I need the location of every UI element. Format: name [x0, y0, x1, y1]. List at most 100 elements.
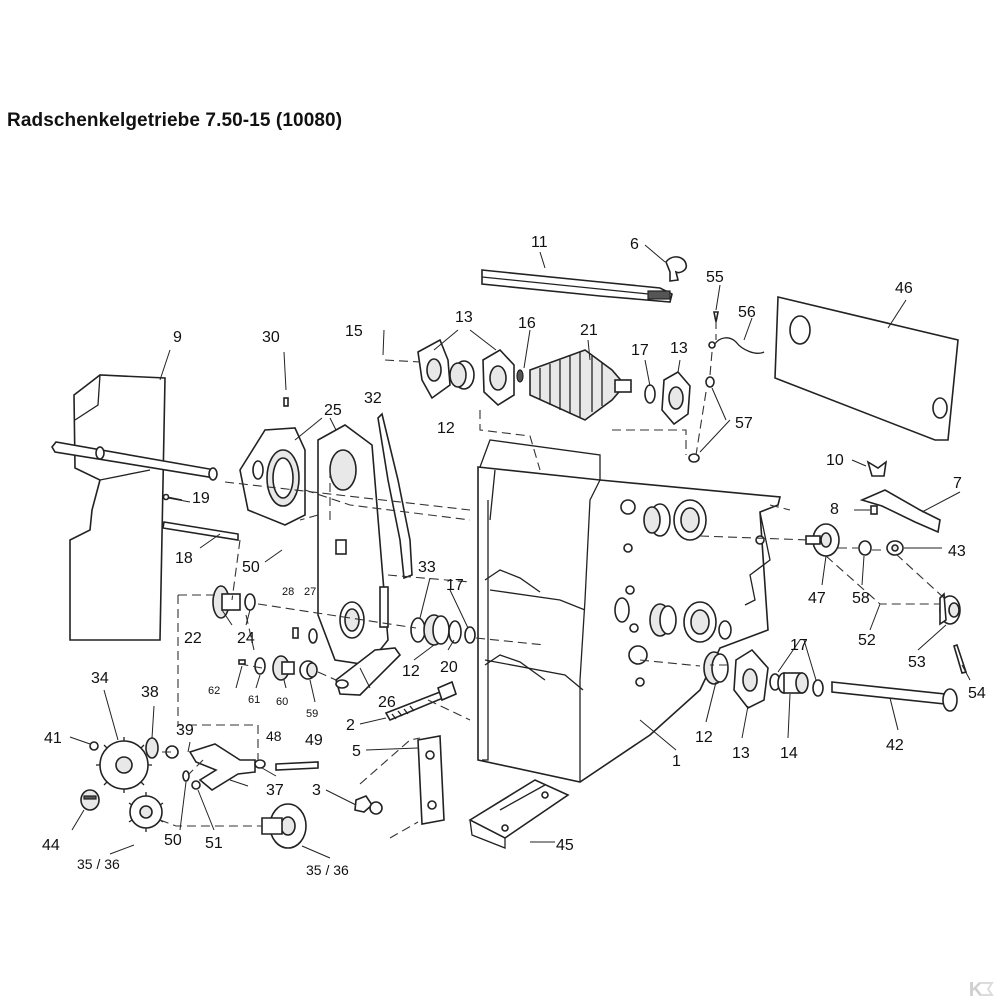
- knob-part-6: [665, 256, 688, 282]
- callout-19: 19: [192, 490, 210, 507]
- wing-nut-part-10: [866, 460, 888, 477]
- callout-57: 57: [735, 415, 753, 432]
- callout-43: 43: [948, 543, 966, 560]
- callout-6: 6: [630, 236, 639, 253]
- bracket-part-7: [859, 489, 941, 534]
- callout-24: 24: [237, 630, 255, 647]
- shield-part-9: [69, 374, 166, 641]
- callout-22: 22: [184, 630, 202, 647]
- callout-33: 33: [418, 559, 436, 576]
- callout-55: 55: [706, 269, 724, 286]
- callout-17-middle: 17: [446, 577, 464, 594]
- callout-21: 21: [580, 322, 598, 339]
- callout-16: 16: [518, 315, 536, 332]
- pin-part-28: [292, 627, 299, 639]
- callout-15: 15: [345, 323, 363, 340]
- bracket-part-26: [335, 647, 402, 696]
- ring-part-61: [254, 657, 266, 675]
- callout-62: 62: [208, 685, 220, 697]
- ring-part-51: [191, 780, 201, 790]
- flange-part-13-center: [482, 348, 515, 407]
- sprocket-part-35-36-right: [261, 803, 307, 849]
- callout-37: 37: [266, 782, 284, 799]
- leader-lines: [69, 244, 971, 859]
- bolt-part-2: [384, 680, 457, 722]
- pin-part-50-lower: [182, 770, 190, 782]
- shaft-part-main-left: [51, 441, 218, 481]
- callout-42: 42: [886, 737, 904, 754]
- callout-17-lower: 17: [790, 637, 808, 654]
- callout-51: 51: [205, 835, 223, 852]
- callout-2: 2: [346, 717, 355, 734]
- callout-25: 25: [324, 402, 342, 419]
- pin-part-55: [713, 311, 719, 323]
- callout-56: 56: [738, 304, 756, 321]
- callout-34: 34: [91, 670, 109, 687]
- lever-part-32: [377, 412, 413, 580]
- callout-20: 20: [440, 659, 458, 676]
- pin-part-49: [275, 761, 319, 771]
- callout-12-middle: 12: [402, 663, 420, 680]
- callout-28: 28: [282, 586, 294, 598]
- callout-59: 59: [306, 708, 318, 720]
- callout-35-36-right: 35 / 36: [306, 862, 349, 878]
- callout-60: 60: [276, 696, 288, 708]
- guard-part-45: [468, 779, 570, 849]
- bushing-part-14: [777, 672, 809, 694]
- hub-part-38: [145, 737, 159, 759]
- hub-part-47: [805, 523, 840, 557]
- callout-10: 10: [826, 452, 844, 469]
- sprocket-part-60: [272, 655, 295, 681]
- callout-38: 38: [141, 684, 159, 701]
- callout-48: 48: [266, 728, 282, 744]
- pin-part-62: [238, 659, 246, 665]
- shaft-part-18: [162, 521, 239, 541]
- ring-part-24: [244, 593, 256, 611]
- callout-7: 7: [953, 475, 962, 492]
- housing-bearing-middle: [614, 597, 732, 643]
- pin-part-19: [162, 493, 183, 501]
- arm-part-37: [188, 743, 256, 791]
- callout-12-right: 12: [695, 729, 713, 746]
- callout-17-top: 17: [631, 342, 649, 359]
- flange-part-13-right: [661, 370, 691, 426]
- callout-12-top: 12: [437, 420, 455, 437]
- callout-45: 45: [556, 837, 574, 854]
- housing-bearing-upper: [643, 499, 707, 541]
- callout-32: 32: [364, 390, 382, 407]
- housing-part-1: [477, 439, 782, 783]
- strap-part-5: [417, 735, 445, 825]
- callout-41: 41: [44, 730, 62, 747]
- cover-plate-part-46: [774, 295, 959, 441]
- callout-52: 52: [858, 632, 876, 649]
- callout-35-36-left: 35 / 36: [77, 856, 120, 872]
- spring-part-56: [708, 337, 765, 354]
- page-title: Radschenkelgetriebe 7.50-15 (10080): [7, 110, 343, 131]
- ring-part-17-middle: [464, 626, 476, 644]
- bearing-part-12-top: [449, 360, 475, 390]
- cap-part-44: [80, 789, 100, 811]
- callout-13-top: 13: [455, 309, 473, 326]
- callout-46: 46: [895, 280, 913, 297]
- nut-part-43: [886, 540, 904, 556]
- callout-30: 30: [262, 329, 280, 346]
- ring-part-16: [516, 369, 524, 383]
- callout-50-upper: 50: [242, 559, 260, 576]
- callout-39: 39: [176, 722, 194, 739]
- callout-18: 18: [175, 550, 193, 567]
- pin-part-30: [283, 397, 289, 407]
- callout-5: 5: [352, 743, 361, 760]
- ring-part-20: [448, 620, 462, 644]
- bushing-part-59: [299, 660, 318, 680]
- callout-9: 9: [173, 329, 182, 346]
- top-bar-part-11: [481, 269, 673, 303]
- callout-1: 1: [672, 753, 681, 770]
- rod-part-26-upright: [379, 586, 389, 628]
- callout-27: 27: [304, 586, 316, 598]
- callout-53: 53: [908, 654, 926, 671]
- washer-part-41: [89, 741, 99, 751]
- ring-part-33: [410, 617, 426, 643]
- callout-14: 14: [780, 745, 798, 762]
- bushing-part-27: [308, 628, 318, 644]
- sprocket-part-22: [212, 585, 241, 619]
